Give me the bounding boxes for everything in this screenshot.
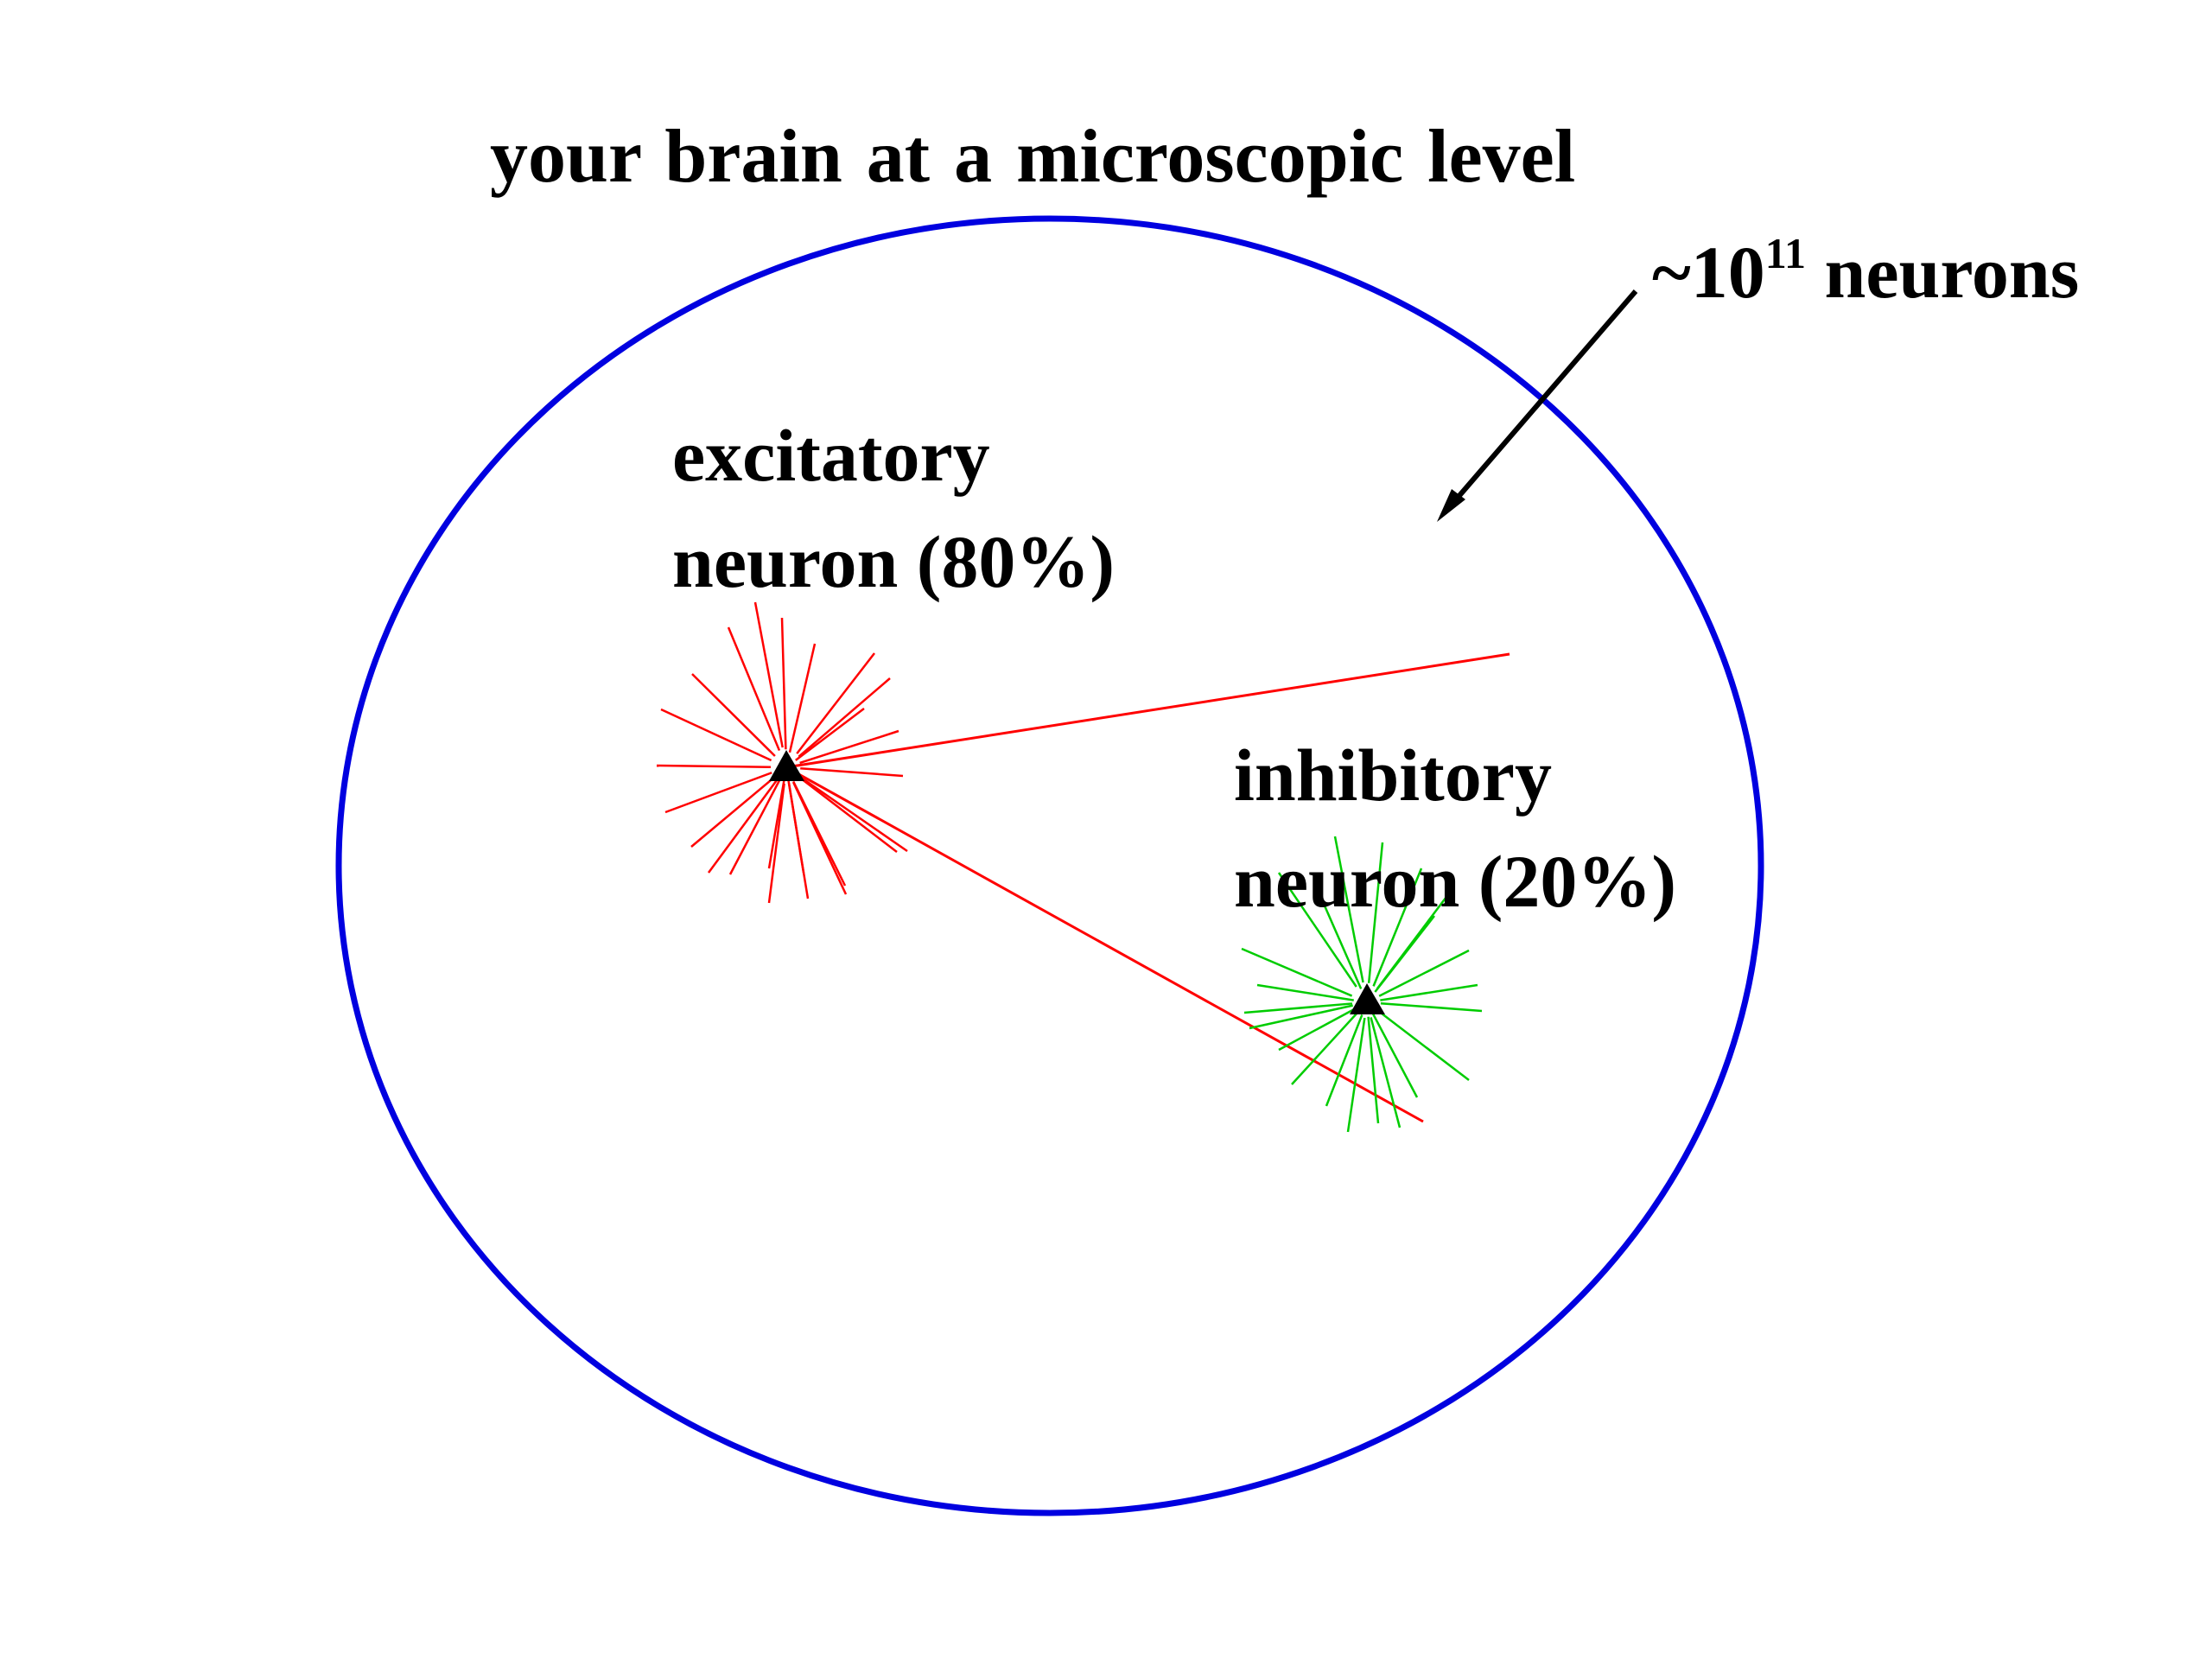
inhibitory-label-line1: inhibitory <box>1234 734 1552 817</box>
excitatory-dendrite-23 <box>787 779 805 874</box>
excitatory-dendrite-11 <box>656 764 772 769</box>
excitatory-soma <box>769 750 804 781</box>
excitatory-axon-to-inhibitory <box>785 766 1424 1123</box>
excitatory-dendrite-10 <box>799 729 899 765</box>
excitatory-dendrite-24 <box>767 779 785 869</box>
excitatory-dendrite-12 <box>800 766 904 778</box>
excitatory-dendrite-4 <box>780 617 787 750</box>
inhibitory-dendrite-15 <box>1346 1017 1366 1133</box>
excitatory-axon <box>785 652 1510 769</box>
excitatory-dendrite-13 <box>664 772 772 814</box>
inhibitory-dendrite-12 <box>1378 1010 1470 1081</box>
inhibitory-dendrite-5 <box>1277 872 1357 988</box>
excitatory-dendrite-15 <box>690 776 776 848</box>
excitatory-dendrite-22 <box>792 782 848 895</box>
inhibitory-label-line2: neuron (20%) <box>1234 840 1677 923</box>
neuron-count-suffix: neurons <box>1805 231 2080 314</box>
inhibitory-neuron-label: inhibitory neuron (20%) <box>1234 722 1676 935</box>
inhibitory-dendrite-3 <box>1372 868 1423 987</box>
excitatory-neuron-label: excitatory neuron (80%) <box>672 403 1115 615</box>
diagram-title: your brain at a microscopic level <box>490 115 1576 199</box>
excitatory-dendrite-3 <box>796 652 875 754</box>
excitatory-dendrite-14 <box>800 776 908 853</box>
excitatory-dendrite-8 <box>660 708 772 762</box>
inhibitory-dendrite-22 <box>1367 1016 1380 1124</box>
inhibitory-dendrite-9 <box>1380 1001 1483 1013</box>
inhibitory-dendrite-1 <box>1333 836 1364 983</box>
inhibitory-dendrite-17 <box>1316 889 1363 989</box>
inhibitory-dendrite-7 <box>1378 949 1470 997</box>
inhibitory-dendrite-14 <box>1371 1013 1419 1098</box>
arrow-shaft <box>1449 289 1638 506</box>
inhibitory-neuron <box>1241 836 1483 1133</box>
excitatory-dendrites <box>656 601 908 904</box>
neuron-count-base: ~10 <box>1652 231 1765 314</box>
excitatory-dendrite-9 <box>795 708 865 761</box>
inhibitory-dendrite-18 <box>1374 915 1435 993</box>
excitatory-neuron <box>656 601 1510 1123</box>
neuron-count-exponent: 11 <box>1764 229 1806 277</box>
inhibitory-dendrite-10 <box>1249 1004 1353 1030</box>
neuron-count-label: ~1011 neurons <box>1652 232 2079 309</box>
excitatory-dendrite-1 <box>753 601 784 748</box>
excitatory-dendrite-6 <box>798 677 891 758</box>
arrow-head <box>1437 489 1465 522</box>
inhibitory-dendrite-13 <box>1325 1014 1363 1107</box>
excitatory-dendrite-5 <box>727 626 781 752</box>
inhibitory-dendrite-2 <box>1367 842 1384 983</box>
excitatory-dendrite-16 <box>707 779 779 874</box>
excitatory-label-line1: excitatory <box>672 414 990 497</box>
inhibitory-soma <box>1350 983 1385 1014</box>
excitatory-label-line2: neuron (80%) <box>672 520 1116 603</box>
excitatory-dendrite-18 <box>767 783 785 904</box>
excitatory-dendrite-2 <box>788 643 817 753</box>
pointer-arrow <box>1437 289 1638 522</box>
inhibitory-dendrites <box>1241 836 1483 1133</box>
excitatory-dendrite-21 <box>798 776 898 853</box>
inhibitory-dendrite-16 <box>1370 1017 1402 1128</box>
inhibitory-dendrite-20 <box>1380 983 1478 1001</box>
excitatory-dendrite-17 <box>728 779 781 875</box>
inhibitory-dendrite-19 <box>1256 983 1354 1001</box>
excitatory-dendrite-7 <box>691 673 776 757</box>
inhibitory-dendrite-11 <box>1291 1011 1359 1085</box>
inhibitory-dendrite-8 <box>1243 1002 1353 1014</box>
brain-outline <box>335 215 1764 1516</box>
inhibitory-dendrite-21 <box>1278 1007 1357 1052</box>
inhibitory-dendrite-6 <box>1241 947 1353 997</box>
